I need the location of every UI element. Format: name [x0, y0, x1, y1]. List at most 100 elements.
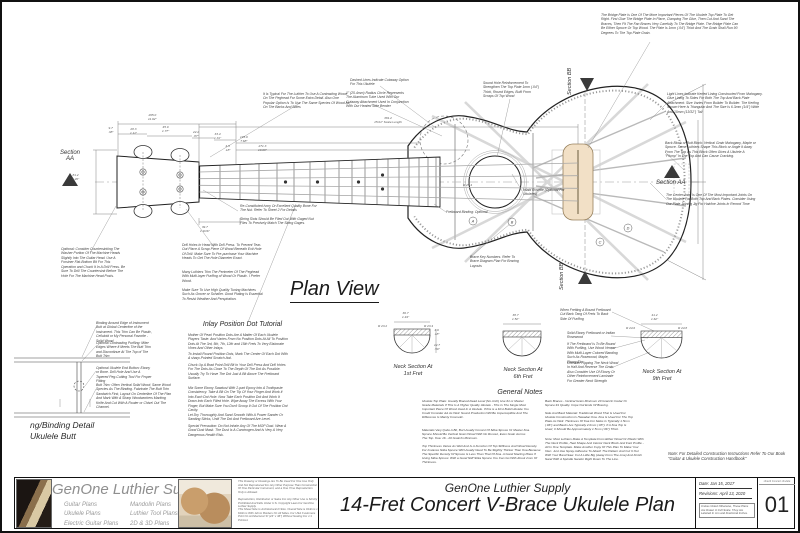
legal-text-3: This Sheet Size Is Architectural D Size.… [238, 507, 318, 522]
dim-radius: R 23.4 [424, 324, 434, 328]
annotation-handbook-note: Note: For Detailed Construction Instruct… [668, 451, 786, 462]
dim-label: 195.0 7.68" [240, 135, 248, 143]
general-notes-c1p2: Materials Vary Quite A Bit, But Usually … [422, 428, 530, 441]
annotation-cutaway-dashed: Dashed Lines Indicate Cutaway Option For… [350, 78, 409, 87]
dim-label: 271.3 10.68" [258, 144, 267, 152]
brace-key-letter: A [471, 219, 475, 223]
tutorial-p3: Chuck Up A Brad Point Drill Bit In Your … [188, 363, 286, 381]
annotation-cutaway-tube: 1" (25.4mm) Radius Circle Represents The… [346, 91, 409, 109]
annotation-countersink: Optional: Consider Countersinking The Wa… [61, 247, 126, 278]
tuner-posts [139, 152, 184, 211]
annotation-bridge-plate: The Bridge Plate Is One Of The More Impo… [601, 13, 739, 35]
legal-text-1: This Drawing or Drawings Are To Be Used … [238, 479, 318, 494]
footer-bottom-border [14, 528, 795, 529]
section-bb-label-top: Section BB [567, 67, 573, 95]
dim-radius: R 24.6 [626, 326, 636, 330]
annotation-rosette: Inlaid Rosette (Optional For Ukuleles) [523, 188, 565, 197]
general-notes-c2p2: Side And Back Material: Traditional Wood… [545, 411, 633, 432]
rosette-ring-inner [465, 152, 525, 212]
annotation-fretboard-bound: If The Fretboard Is To Be Bound With Pur… [567, 342, 618, 364]
butt-detail-title: ng/Binding Detail Ukulele Butt [30, 420, 95, 442]
revisions-field: Revisions: April 13, 2020 [699, 491, 752, 499]
neck-section-2-label: Neck Section At 6th Fret [503, 367, 543, 380]
general-notes-c1p3: Top Thickness Varies As Well And Is A Fu… [422, 444, 541, 465]
position-dots [283, 173, 385, 191]
dim-neck1-width: 36.7 1.44" [402, 311, 410, 319]
brace-key-letter: B [511, 220, 514, 224]
leader-lines [81, 41, 685, 413]
rosette-ring-outer [463, 150, 527, 214]
plan-view-title: Plan View [290, 278, 379, 303]
tutorial-p1: Mother Of Pearl Position Dots Are A Matt… [188, 333, 288, 351]
plan-drawing: A B C D [14, 41, 707, 418]
fretboard [198, 156, 441, 208]
general-notes-c2p1: Back Braces - Vertical Grain Minimum 20 … [545, 399, 627, 408]
dim-soundhole-radius: R 25.4 [463, 183, 473, 187]
dim-scale-length: 381.2 15.01" Scale Length [374, 116, 402, 124]
dim-radius: R 24.8 [678, 326, 688, 330]
annotation-nut-material: Re-Constituted Ivory Or Excellent Qualit… [240, 204, 317, 213]
dim-headstock-span: 295.0 11.62" [148, 113, 157, 121]
tutorial-p2: To Install Round Position Dots, Mark The… [188, 352, 288, 361]
dimension-lines [93, 83, 707, 281]
footer-top-border [14, 477, 795, 478]
dim-nut-width: 39.7 1 9/16" [200, 225, 210, 233]
footer-divider-2 [695, 477, 696, 529]
neck-section-3 [640, 323, 683, 359]
annotation-end-button: Optional Ukulele End Button: Ebony or Bo… [96, 366, 152, 384]
legal-text-2: Reproduction, Distribution or Sales For … [238, 497, 318, 509]
section-bb-label-bottom: Section BB [559, 262, 565, 290]
annotation-neck-rip: Consider Ripping The Neck Wood In Half A… [567, 361, 619, 383]
section-marker-triangles [62, 78, 680, 284]
dim-label: 12.7 .50" [434, 343, 441, 351]
annotation-back-block: Back Block or Butt Block: Vertical Grain… [665, 141, 756, 159]
plans-list-col1: Guitar Plans Ukulele Plans Electric Guit… [64, 502, 119, 527]
annotation-brace-key: Brace Key Numbers. Refer To Brace Diagra… [470, 255, 519, 268]
tutorial-p5: Let Dry Thoroughly And Sand Smooth With … [188, 413, 283, 422]
dim-label: 9.7 .38" [108, 126, 114, 134]
logo-photo-molds [178, 479, 232, 528]
butt-detail [14, 357, 130, 418]
dim-label: 22.2 .87" [193, 130, 200, 138]
dim-label: 4.5 .18" [225, 144, 231, 152]
annotation-butt-trim: Butt Trim: Often Vertical Solid Wood; Sa… [96, 383, 172, 410]
general-notes-title: General Notes [497, 389, 543, 396]
annotation-soundhole-reinforcement: Sound Hole Reinforcement To Strengthen T… [483, 81, 540, 99]
annotation-kerfed-lining: Light Lines Indicate Kerfed Lining Const… [667, 92, 763, 114]
fan-braces [454, 111, 687, 253]
footer-right-border [794, 477, 795, 529]
neck-section-2 [502, 323, 542, 357]
dim-radius: R 23.2 [378, 324, 388, 328]
annotation-contrasting-purfling: Optional Contrasting Purfling: Miter Edg… [96, 341, 151, 359]
annotation-string-slots: String Slots Should Be Filed Out With Ga… [240, 217, 314, 226]
general-notes-c1p1: Ukulele Top Plate: Usually Braced Dead L… [422, 399, 529, 420]
footer-left-border [14, 477, 15, 529]
tutorial-title: Inlay Position Dot Tutorial [202, 321, 283, 328]
date-field: Date: Jan 15, 2017 [699, 481, 752, 489]
annotation-peghead-wood: It Is Typical For The Luthier To Use A C… [263, 92, 350, 110]
brace-key-letter: C [599, 240, 602, 244]
annotation-binding-edge: Binding Around Edge of Instrument Butt a… [96, 321, 152, 343]
tutorial-p6: Special Precaution: Do Not Inhale Any Of… [188, 424, 287, 437]
general-notes-c2p3: Note: Most Luthiers Make A Template From… [545, 437, 644, 462]
headstock [116, 155, 200, 209]
sheet-number: 01 [764, 492, 790, 517]
annotation-fretboard-binding: Fretboard Binding: Optional [446, 210, 488, 214]
tutorial-p4: Mix Some Ebony Sawdust With 2-part Epoxy… [188, 386, 288, 413]
title-block-plan-title: 14-Fret Concert V-Brace Ukulele Plan [340, 494, 675, 516]
dim-neck3-width: 41.2 1.62" [651, 313, 659, 321]
annotation-fretboard-material: Solid Ebony Fretboard or Indian Rosewood [567, 331, 615, 340]
annotation-tuning-machines: Make Sure To Use High Quality Tuning Mac… [182, 288, 263, 301]
footer-divider-3 [757, 477, 758, 529]
tail-block [673, 163, 690, 201]
dim-label: 45.0 1.77" [162, 125, 170, 133]
footer-divider-1 [318, 477, 319, 529]
neck-section-1-label: Neck Section At 1st Fret [393, 364, 433, 377]
logo-photo-headstock [16, 479, 52, 528]
brace-key-letter: D [627, 226, 630, 230]
cutaway-circle [419, 115, 469, 165]
section-aa-label-left: Section AA [59, 150, 80, 162]
section-aa-label-right: Section AA [656, 180, 686, 186]
dim-label: 33.4 1.31" [214, 132, 222, 140]
